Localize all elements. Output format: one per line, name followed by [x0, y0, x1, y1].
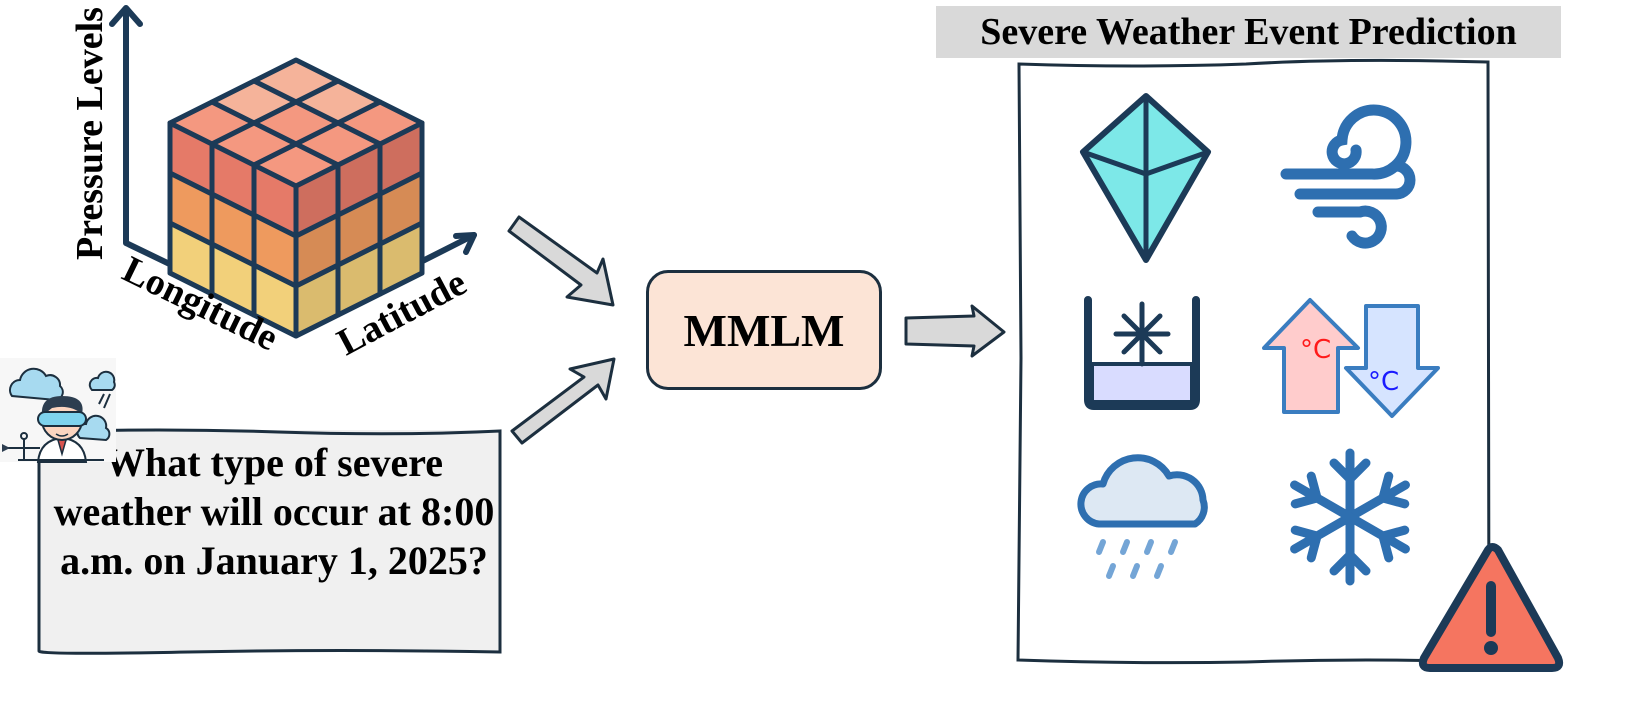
- prediction-title-bar: Severe Weather Event Prediction: [936, 6, 1561, 58]
- warning-icon[interactable]: [1416, 540, 1566, 680]
- layered-cube: [167, 57, 425, 339]
- latitude-axis-arrowhead: [453, 232, 477, 255]
- rain-icon: [1077, 454, 1208, 579]
- cube-top-cell: [251, 141, 341, 189]
- question-text: What type of severe weather will occur a…: [53, 440, 495, 583]
- mmlm-label: MMLM: [683, 304, 845, 356]
- temperature-down-label: °C: [1368, 367, 1399, 397]
- snowflake-arm: [1345, 512, 1410, 563]
- question-box: What type of severe weather will occur a…: [37, 428, 502, 655]
- arrow-question-to-model[interactable]: [508, 355, 628, 455]
- snowflake-arm: [1329, 448, 1371, 522]
- arrow-model-to-prediction[interactable]: [904, 304, 1014, 364]
- temperature-up-label: °C: [1300, 335, 1331, 365]
- temperature-change-icon: °C °C: [1262, 298, 1440, 418]
- meteorologist-avatar-icon: [0, 358, 116, 463]
- vertical-axis-arrowhead: [109, 5, 143, 27]
- snowflake-arm: [1290, 471, 1355, 522]
- mmlm-model-box[interactable]: MMLM: [646, 270, 882, 390]
- frost-icon: [1084, 296, 1200, 410]
- wind-icon: [1280, 104, 1416, 249]
- snowflake-icon: [1290, 448, 1410, 586]
- snowflake-arm: [1290, 512, 1355, 563]
- data-cube-diagram: Pressure Levels Longitude Latitude: [69, 5, 477, 364]
- axis-label-pressure-levels: Pressure Levels: [69, 7, 111, 260]
- snowflake-arm: [1329, 512, 1371, 586]
- hail-icon: [1080, 93, 1211, 263]
- question-box-border: [37, 428, 502, 655]
- arrow-cube-to-model[interactable]: [505, 213, 625, 313]
- snowflake-arm: [1345, 471, 1410, 522]
- prediction-title: Severe Weather Event Prediction: [980, 11, 1517, 53]
